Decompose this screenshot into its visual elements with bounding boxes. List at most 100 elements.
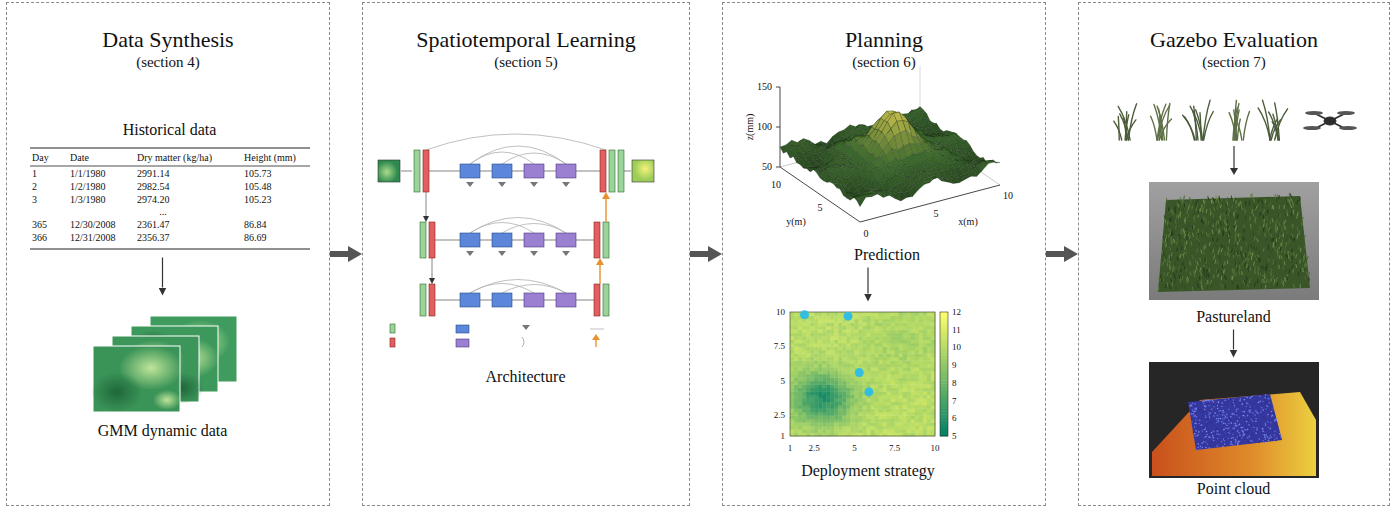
heatmap bbox=[923, 371, 927, 375]
heatmap bbox=[818, 371, 822, 375]
heatmap bbox=[895, 429, 899, 433]
heatmap bbox=[842, 336, 846, 340]
heatmap bbox=[927, 408, 931, 412]
heatmap bbox=[806, 419, 810, 423]
heatmap bbox=[790, 367, 794, 371]
heatmap bbox=[907, 371, 911, 375]
network-architecture bbox=[435, 240, 460, 241]
heatmap bbox=[842, 388, 846, 392]
heatmap bbox=[830, 377, 834, 381]
network-architecture bbox=[576, 240, 594, 241]
heatmap bbox=[927, 429, 931, 433]
heatmap bbox=[802, 412, 806, 416]
heatmap bbox=[907, 364, 911, 368]
heatmap bbox=[790, 364, 794, 368]
network-architecture bbox=[605, 198, 606, 222]
heatmap bbox=[834, 391, 838, 395]
heatmap bbox=[899, 346, 903, 350]
heatmap bbox=[842, 374, 846, 378]
heatmap bbox=[895, 377, 899, 381]
heatmap bbox=[891, 371, 895, 375]
heatmap bbox=[810, 326, 814, 330]
network-architecture bbox=[594, 222, 600, 258]
heatmap bbox=[858, 384, 862, 388]
heatmap bbox=[846, 333, 850, 337]
heatmap bbox=[887, 402, 891, 406]
heatmap bbox=[923, 422, 927, 426]
network-architecture bbox=[512, 171, 524, 172]
heatmap bbox=[871, 371, 875, 375]
table-rule bbox=[30, 248, 310, 249]
heatmap bbox=[867, 336, 871, 340]
heatmap bbox=[810, 391, 814, 395]
heatmap bbox=[875, 384, 879, 388]
network-architecture bbox=[390, 338, 395, 347]
heatmap bbox=[830, 391, 834, 395]
heatmap bbox=[927, 391, 931, 395]
heatmap bbox=[887, 374, 891, 378]
heatmap bbox=[899, 402, 903, 406]
heatmap bbox=[834, 312, 838, 316]
heatmap bbox=[875, 377, 879, 381]
heatmap bbox=[806, 426, 810, 430]
heatmap bbox=[814, 398, 818, 402]
heatmap bbox=[810, 329, 814, 333]
heatmap bbox=[830, 395, 834, 399]
heatmap bbox=[826, 398, 830, 402]
heatmap bbox=[879, 429, 883, 433]
heatmap bbox=[927, 384, 931, 388]
heatmap bbox=[867, 364, 871, 368]
heatmap bbox=[842, 322, 846, 326]
heatmap bbox=[899, 319, 903, 323]
heatmap bbox=[867, 429, 871, 433]
heatmap bbox=[790, 357, 794, 361]
heatmap bbox=[940, 315, 948, 319]
heatmap bbox=[903, 333, 907, 337]
heatmap bbox=[915, 398, 919, 402]
heatmap bbox=[919, 367, 923, 371]
heatmap bbox=[887, 350, 891, 354]
heatmap bbox=[846, 340, 850, 344]
heatmap bbox=[863, 422, 867, 426]
heatmap bbox=[911, 402, 915, 406]
heatmap bbox=[814, 388, 818, 392]
heatmap bbox=[911, 419, 915, 423]
heatmap bbox=[923, 429, 927, 433]
heatmap bbox=[875, 415, 879, 419]
heatmap bbox=[887, 329, 891, 333]
heatmap bbox=[858, 343, 862, 347]
heatmap bbox=[806, 405, 810, 409]
heatmap bbox=[923, 353, 927, 357]
heatmap bbox=[822, 343, 826, 347]
heatmap bbox=[850, 415, 854, 419]
heatmap bbox=[907, 398, 911, 402]
heatmap bbox=[858, 391, 862, 395]
heatmap bbox=[826, 333, 830, 337]
heatmap bbox=[838, 346, 842, 350]
heatmap bbox=[915, 312, 919, 316]
heatmap bbox=[802, 350, 806, 354]
heatmap bbox=[846, 398, 850, 402]
heatmap bbox=[842, 426, 846, 430]
heatmap bbox=[838, 329, 842, 333]
heatmap bbox=[834, 367, 838, 371]
heatmap bbox=[911, 381, 915, 385]
heatmap bbox=[883, 405, 887, 409]
surface-plot bbox=[857, 197, 866, 207]
heatmap bbox=[810, 333, 814, 337]
heatmap bbox=[899, 343, 903, 347]
heatmap bbox=[891, 377, 895, 381]
heatmap bbox=[790, 360, 794, 364]
heatmap bbox=[891, 384, 895, 388]
heatmap bbox=[802, 384, 806, 388]
heatmap bbox=[923, 415, 927, 419]
heatmap bbox=[822, 391, 826, 395]
heatmap bbox=[822, 388, 826, 392]
heatmap bbox=[927, 315, 931, 319]
heatmap bbox=[903, 315, 907, 319]
heatmap bbox=[846, 412, 850, 416]
heatmap bbox=[854, 350, 858, 354]
heatmap bbox=[883, 322, 887, 326]
heatmap bbox=[842, 364, 846, 368]
heatmap bbox=[802, 367, 806, 371]
